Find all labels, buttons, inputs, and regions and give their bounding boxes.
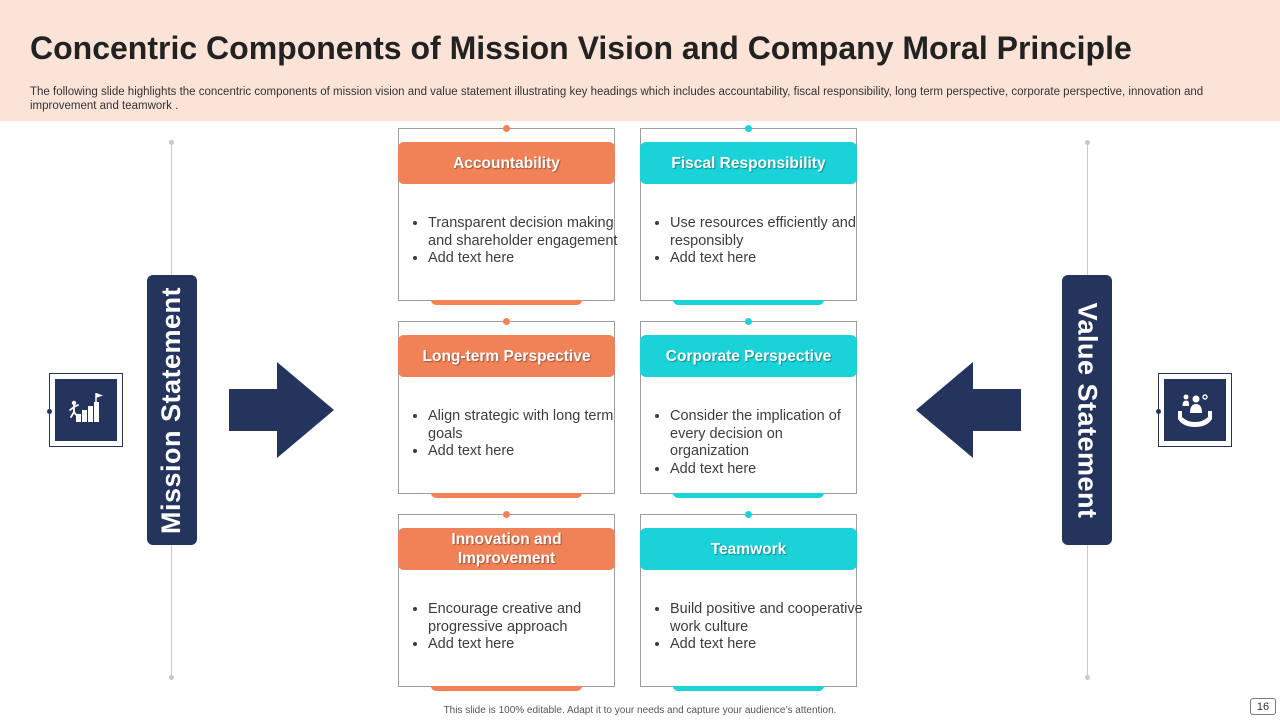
- arrow-right-icon: [229, 362, 334, 458]
- card-foot-accent: [431, 300, 582, 305]
- card-bullet-list: Use resources efficiently and responsibl…: [651, 215, 865, 268]
- hands-holding-people-icon: [1178, 394, 1212, 427]
- card-bullet: Add text here: [428, 443, 623, 461]
- card-long-term-perspective: Long-term Perspective Align strategic wi…: [398, 318, 615, 498]
- card-innovation-improvement: Innovation and Improvement Encourage cre…: [398, 511, 615, 691]
- right-guide-dot-bottom: [1085, 675, 1090, 680]
- left-guide-dot-top: [169, 140, 174, 145]
- card-foot-accent: [673, 493, 824, 498]
- card-fiscal-responsibility: Fiscal Responsibility Use resources effi…: [640, 125, 857, 305]
- card-bullet: Add text here: [428, 250, 623, 268]
- arrow-left-icon: [916, 362, 1021, 458]
- card-bullet-list: Transparent decision making and sharehol…: [409, 215, 623, 268]
- value-statement-label: Value Statement: [1072, 301, 1103, 519]
- footer-note: This slide is 100% editable. Adapt it to…: [443, 705, 837, 716]
- growth-stairs-flag-icon: [69, 393, 103, 422]
- card-bullet-list: Align strategic with long term goals Add…: [409, 408, 623, 461]
- card-bullet: Build positive and cooperative work cult…: [670, 601, 865, 636]
- card-title: Accountability: [398, 142, 615, 184]
- mission-statement-bar: Mission Statement: [147, 275, 197, 545]
- mission-icon-connector-dot: [47, 409, 52, 414]
- card-bullet-list: Build positive and cooperative work cult…: [651, 601, 865, 654]
- card-accountability: Accountability Transparent decision maki…: [398, 125, 617, 305]
- page-number: 16: [1250, 698, 1276, 715]
- card-bullet: Transparent decision making and sharehol…: [428, 215, 623, 250]
- card-teamwork: Teamwork Build positive and cooperative …: [640, 511, 863, 691]
- card-bullet: Use resources efficiently and responsibl…: [670, 215, 865, 250]
- card-title: Teamwork: [640, 528, 857, 570]
- card-corporate-perspective: Corporate Perspective Consider the impli…: [640, 318, 857, 498]
- card-bullet-list: Consider the implication of every decisi…: [651, 408, 865, 478]
- card-connector-dot: [745, 511, 752, 518]
- value-icon-connector-dot: [1156, 409, 1161, 414]
- card-title: Fiscal Responsibility: [640, 142, 857, 184]
- card-bullet: Add text here: [670, 461, 865, 479]
- card-foot-accent: [673, 300, 824, 305]
- card-foot-accent: [431, 493, 582, 498]
- card-connector-dot: [745, 318, 752, 325]
- card-title: Corporate Perspective: [640, 335, 857, 377]
- value-icon-tile: [1164, 379, 1226, 441]
- card-connector-dot: [503, 318, 510, 325]
- slide-title: Concentric Components of Mission Vision …: [30, 30, 1132, 66]
- left-guide-dot-bottom: [169, 675, 174, 680]
- card-foot-accent: [673, 686, 824, 691]
- card-connector-dot: [503, 125, 510, 132]
- card-bullet: Consider the implication of every decisi…: [670, 408, 865, 461]
- card-foot-accent: [431, 686, 582, 691]
- right-guide-dot-top: [1085, 140, 1090, 145]
- mission-icon-tile: [55, 379, 117, 441]
- card-bullet: Add text here: [670, 636, 865, 654]
- card-bullet: Encourage creative and progressive appro…: [428, 601, 623, 636]
- card-connector-dot: [503, 511, 510, 518]
- card-connector-dot: [745, 125, 752, 132]
- mission-icon-box: [47, 373, 123, 447]
- card-bullet: Add text here: [670, 250, 865, 268]
- value-statement-bar: Value Statement: [1062, 275, 1112, 545]
- card-bullet-list: Encourage creative and progressive appro…: [409, 601, 623, 654]
- slide-subtitle: The following slide highlights the conce…: [30, 86, 1204, 112]
- card-title: Long-term Perspective: [398, 335, 615, 377]
- mission-statement-label: Mission Statement: [156, 286, 187, 534]
- header-band: Concentric Components of Mission Vision …: [0, 0, 1280, 121]
- card-bullet: Align strategic with long term goals: [428, 408, 623, 443]
- value-icon-box: [1156, 373, 1232, 447]
- card-bullet: Add text here: [428, 636, 623, 654]
- card-title: Innovation and Improvement: [398, 528, 615, 570]
